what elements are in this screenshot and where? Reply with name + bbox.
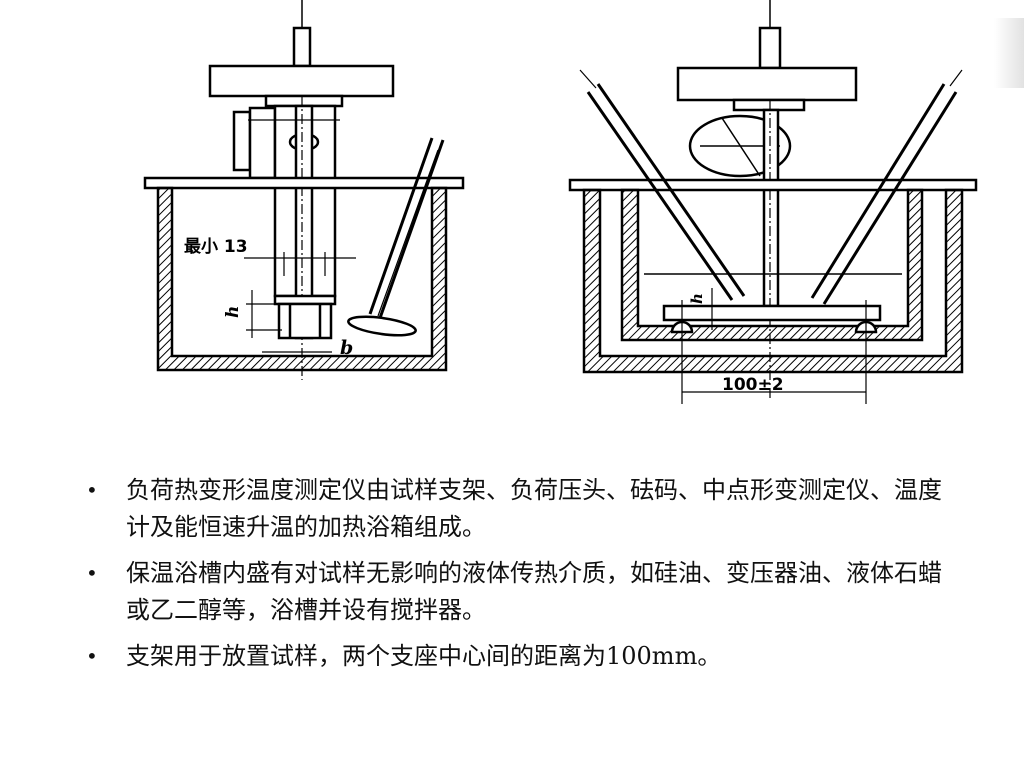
right-bath-outer	[582, 188, 964, 374]
left-top-rod	[292, 26, 312, 68]
right-load-rod	[762, 108, 780, 308]
left-bath-rim	[143, 176, 465, 190]
bullet-icon: •	[86, 478, 98, 502]
left-bath-wall	[156, 186, 448, 372]
label-span: 100±2	[722, 375, 784, 395]
right-diagram: h 100±2	[568, 0, 978, 404]
bullet-item: • 保温浴槽内盛有对试样无影响的液体传热介质，如硅油、变压器油、液体石蜡或乙二醇等…	[86, 555, 946, 629]
bullet-list: • 负荷热变形温度测定仪由试样支架、负荷压头、砝码、中点形变测定仪、温度计及能恒速…	[86, 472, 946, 684]
right-specimen	[662, 304, 882, 322]
left-thermometer	[347, 137, 445, 337]
label-h-right: h	[688, 293, 706, 304]
right-thermometer-right	[810, 69, 963, 305]
left-side-clamp	[232, 110, 252, 172]
right-weight-plate	[676, 66, 858, 102]
left-diagram: 最小 13 h b	[143, 0, 465, 380]
right-thermometer-left	[579, 69, 746, 301]
label-h-left: h	[223, 306, 243, 318]
bullet-text: 保温浴槽内盛有对试样无影响的液体传热介质，如硅油、变压器油、液体石蜡或乙二醇等，…	[126, 559, 942, 624]
corner-shadow	[994, 18, 1024, 88]
bullet-item: • 负荷热变形温度测定仪由试样支架、负荷压头、砝码、中点形变测定仪、温度计及能恒速…	[86, 472, 946, 546]
right-bath-rim	[568, 178, 978, 192]
bullet-text: 支架用于放置试样，两个支座中心间的距离为100mm。	[126, 642, 722, 670]
bullet-icon: •	[86, 561, 98, 585]
label-min-width: 最小 13	[184, 237, 248, 257]
right-bath-inner	[620, 188, 924, 342]
bullet-text: 负荷热变形温度测定仪由试样支架、负荷压头、砝码、中点形变测定仪、温度计及能恒速升…	[126, 476, 942, 541]
left-weight-plate	[208, 64, 395, 98]
bullet-item: • 支架用于放置试样，两个支座中心间的距离为100mm。	[86, 638, 946, 675]
label-b: b	[340, 337, 353, 359]
left-specimen	[277, 302, 333, 340]
apparatus-diagrams: 最小 13 h b	[143, 0, 978, 404]
bullet-icon: •	[86, 644, 98, 668]
